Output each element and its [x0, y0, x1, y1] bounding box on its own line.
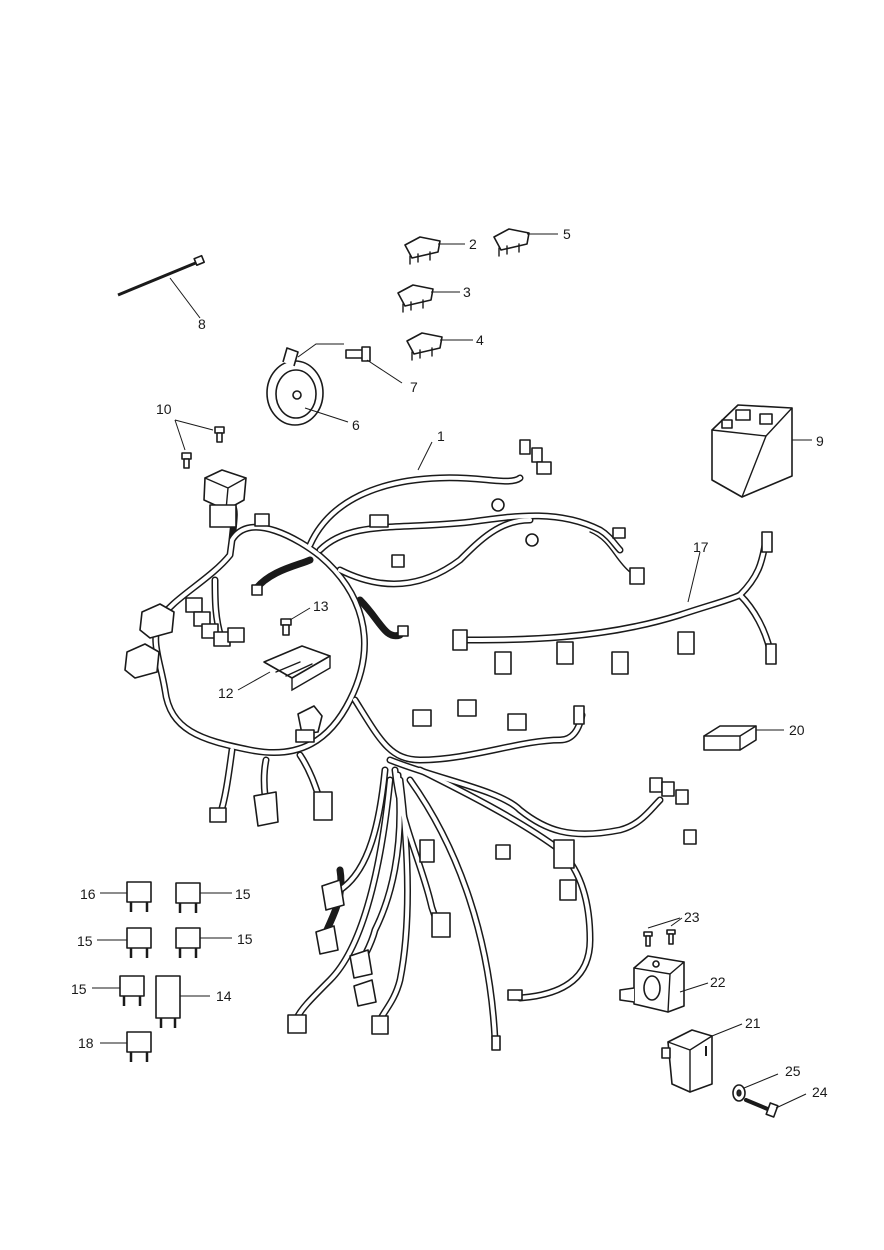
horn	[266, 347, 349, 426]
fuse-4	[406, 332, 473, 361]
bracket-22	[619, 955, 709, 1013]
callout-14: 14	[216, 988, 232, 1004]
relay-15-mid-left	[97, 927, 152, 958]
callout-15-mid-right: 15	[237, 931, 253, 947]
callout-9: 9	[816, 433, 824, 449]
screw-13	[280, 607, 311, 636]
callout-12: 12	[218, 685, 234, 701]
callout-2: 2	[469, 236, 477, 252]
fuse-2	[404, 236, 465, 265]
relay-15-mid-right	[175, 927, 232, 958]
washer-25	[732, 1073, 779, 1102]
callout-3: 3	[463, 284, 471, 300]
cable-tie	[117, 254, 206, 319]
callout-4: 4	[476, 332, 484, 348]
callout-15-bottom: 15	[71, 981, 87, 997]
callout-24: 24	[812, 1084, 828, 1100]
callout-7: 7	[410, 379, 418, 395]
callout-8: 8	[198, 316, 206, 332]
callout-21: 21	[745, 1015, 761, 1031]
callout-16: 16	[80, 886, 96, 902]
callout-15-top: 15	[235, 886, 251, 902]
callout-17: 17	[693, 539, 709, 555]
callout-22: 22	[710, 974, 726, 990]
horn-bolt	[297, 343, 403, 384]
main-harness	[152, 474, 774, 1044]
relay-14	[155, 975, 210, 1028]
callout-1: 1	[437, 428, 445, 444]
callout-25: 25	[785, 1063, 801, 1079]
battery	[711, 404, 812, 498]
relay-16	[100, 881, 152, 912]
relay-15-top	[175, 882, 232, 913]
relay-15-bottom	[92, 975, 145, 1006]
harness-connectors	[124, 439, 777, 1051]
bolt-24	[744, 1093, 807, 1118]
relay-18	[100, 1031, 152, 1062]
callout-15-mid-left: 15	[77, 933, 93, 949]
foam-pad	[703, 725, 784, 751]
callout-10: 10	[156, 401, 172, 417]
callout-23: 23	[684, 909, 700, 925]
cover-21	[661, 1023, 743, 1093]
callout-18: 18	[78, 1035, 94, 1051]
callout-20: 20	[789, 722, 805, 738]
callout-5: 5	[563, 226, 571, 242]
callout-13: 13	[313, 598, 329, 614]
fuse-5	[493, 228, 558, 257]
screws-10	[174, 419, 225, 469]
mounting-bracket-12	[237, 645, 331, 692]
rivets-23	[643, 917, 683, 947]
fuse-3	[397, 284, 460, 313]
callout-6: 6	[352, 417, 360, 433]
